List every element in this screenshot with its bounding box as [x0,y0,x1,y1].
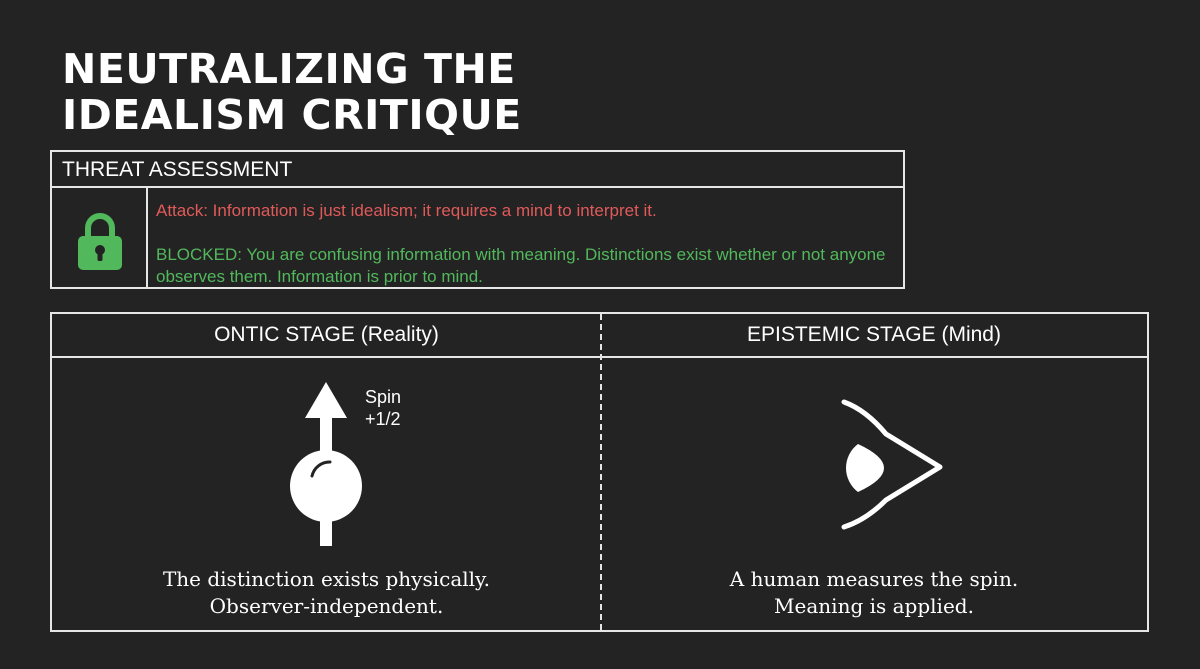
attack-text: Attack: Information is just idealism; it… [156,201,657,220]
page-title: NEUTRALIZING THE IDEALISM CRITIQUE [62,46,522,138]
ontic-stage-caption: The distinction exists physically. Obser… [52,566,601,620]
threat-assessment-panel: THREAT ASSESSMENT Attack: Information is… [50,150,905,289]
spin-label: Spin +1/2 [365,386,401,430]
spin-label-line-1: Spin [365,387,402,407]
spin-particle-icon [290,382,362,546]
epistemic-stage-caption: A human measures the spin. Meaning is ap… [601,566,1147,620]
blocked-text: BLOCKED: You are confusing information w… [156,245,886,286]
threat-text: Attack: Information is just idealism; it… [156,188,895,287]
epistemic-stage-title: EPISTEMIC STAGE (Mind) [747,323,1001,346]
epistemic-caption-line-2: Meaning is applied. [774,594,974,618]
stages-header-divider [52,356,1147,358]
epistemic-caption-line-1: A human measures the spin. [729,567,1019,591]
ontic-caption-line-1: The distinction exists physically. [162,567,491,591]
ontic-caption-line-2: Observer-independent. [209,594,444,618]
page-title-line-2: IDEALISM CRITIQUE [62,91,522,139]
threat-assessment-header: THREAT ASSESSMENT [52,152,903,188]
threat-icon-cell [52,188,148,287]
ontic-stage: ONTIC STAGE (Reality) Spin +1/2 The dist… [52,314,601,630]
page-title-line-1: NEUTRALIZING THE [62,45,516,93]
spin-label-line-2: +1/2 [365,409,401,429]
lock-icon [78,213,122,270]
stages-vertical-divider [600,314,602,630]
ontic-stage-title: ONTIC STAGE (Reality) [214,323,439,346]
eye-icon [841,399,943,530]
epistemic-stage: EPISTEMIC STAGE (Mind) A human measures … [601,314,1147,630]
stages-panel: ONTIC STAGE (Reality) Spin +1/2 The dist… [50,312,1149,632]
